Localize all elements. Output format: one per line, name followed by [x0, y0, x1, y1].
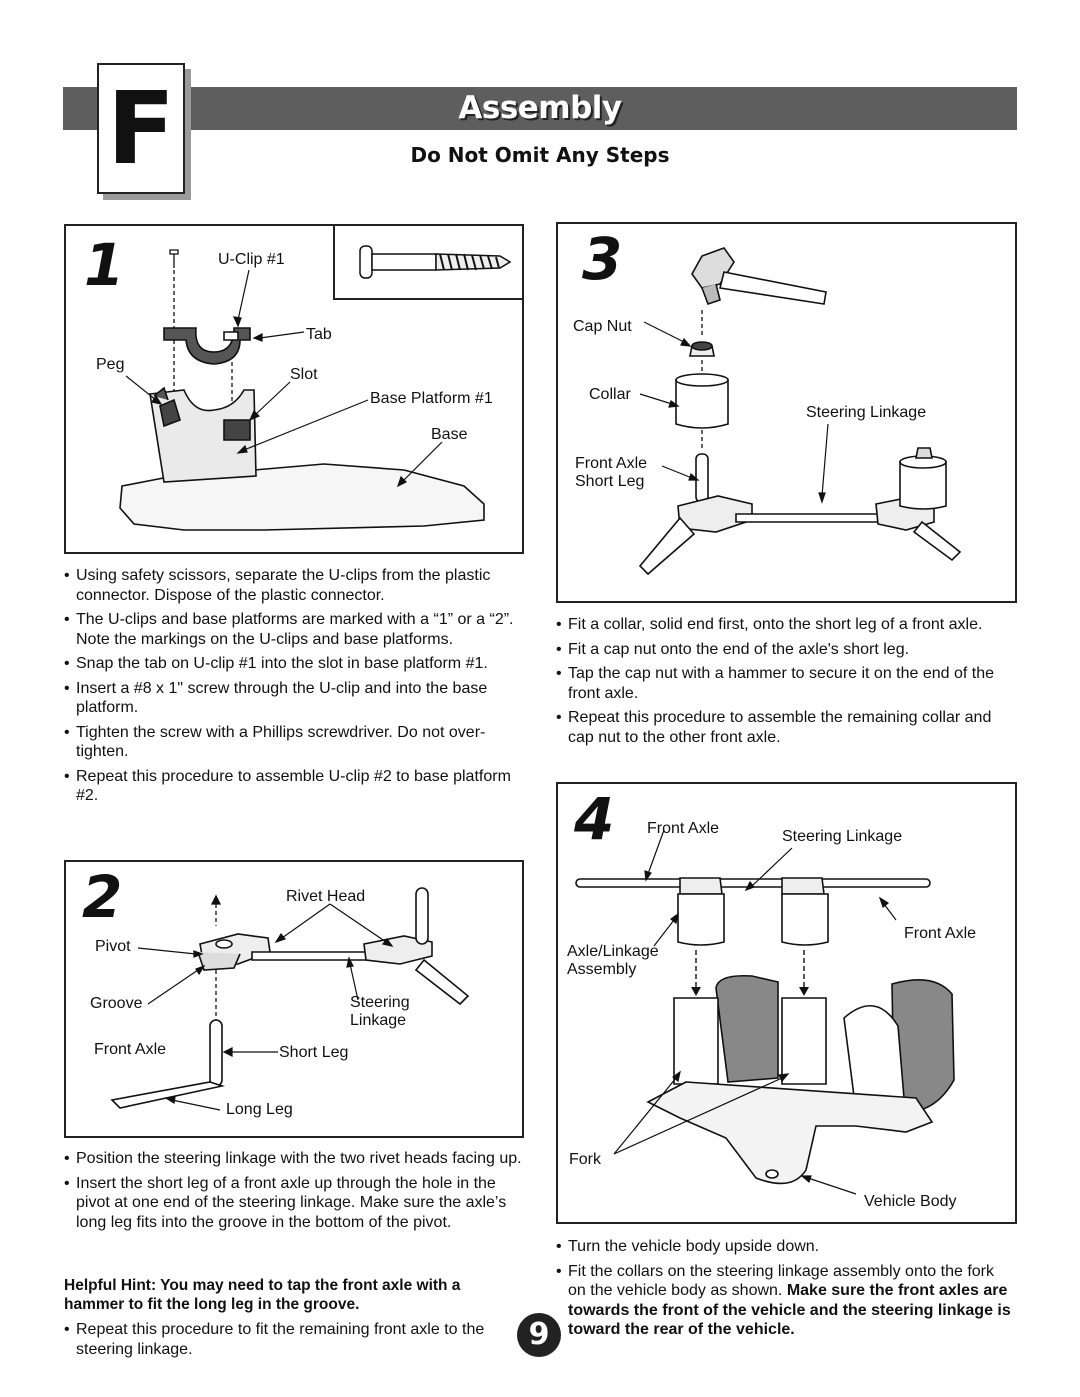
- step-1-illustration: [64, 224, 524, 554]
- step-2-panel: [64, 860, 524, 1138]
- instruction-item: Fit a cap nut onto the end of the axle's…: [554, 640, 1019, 660]
- label-groove: Groove: [90, 995, 143, 1012]
- label-collar: Collar: [589, 386, 631, 403]
- axle-linkage-shape: [640, 448, 960, 574]
- final-instruction-emphasis: Make sure the front axles are towards th…: [568, 1282, 1011, 1338]
- instruction-item: The U-clips and base platforms are marke…: [62, 610, 517, 649]
- instruction-item: Tap the cap nut with a hammer to secure …: [554, 664, 1019, 703]
- steering-linkage-shape: [198, 888, 468, 1004]
- front-axle-shape: [112, 1020, 222, 1108]
- cap-nut-shape: [690, 342, 714, 356]
- step-2-instructions-after: Repeat this procedure to fit the remaini…: [62, 1320, 492, 1364]
- label-steering-linkage: Steering Linkage: [806, 404, 927, 421]
- screw-icon: [360, 246, 510, 278]
- label-steering: Steering: [350, 994, 410, 1011]
- label-long-leg: Long Leg: [226, 1101, 293, 1118]
- label-slot: Slot: [290, 366, 318, 383]
- instruction-item-final: Fit the collars on the steering linkage …: [554, 1262, 1016, 1340]
- label-short-leg: Short Leg: [279, 1044, 349, 1061]
- step-3-number: 3: [582, 225, 623, 293]
- instruction-item: Repeat this procedure to fit the remaini…: [62, 1320, 492, 1359]
- label-peg: Peg: [96, 356, 125, 373]
- label-front-axle: Front Axle: [94, 1041, 167, 1058]
- instruction-item: Repeat this procedure to assemble U-clip…: [62, 767, 517, 806]
- label-steering-linkage: Steering Linkage: [782, 828, 903, 845]
- final-instruction-text: Fit the collars on the steering linkage …: [568, 1262, 994, 1300]
- label-tab: Tab: [306, 326, 332, 343]
- page-number-badge: 9: [517, 1313, 561, 1357]
- label-base: Base: [431, 426, 468, 443]
- step-3-illustration: [556, 222, 1017, 603]
- label-pivot: Pivot: [95, 938, 131, 955]
- instruction-item: Tighten the screw with a Phillips screwd…: [62, 723, 517, 762]
- instruction-item: Insert a #8 x 1" screw through the U-cli…: [62, 679, 517, 718]
- label-front-axle-right: Front Axle: [904, 925, 977, 942]
- helpful-hint: Helpful Hint: You may need to tap the fr…: [64, 1277, 461, 1313]
- instruction-item: Snap the tab on U-clip #1 into the slot …: [62, 654, 517, 674]
- instruction-item: Position the steering linkage with the t…: [62, 1149, 522, 1169]
- label-axle-linkage: Axle/Linkage: [567, 943, 659, 960]
- vehicle-body-shape: [648, 998, 932, 1183]
- step-2-number: 2: [82, 863, 123, 931]
- label-front-axle-top: Front Axle: [647, 820, 720, 837]
- label-short-leg: Short Leg: [575, 473, 645, 490]
- title-banner: [63, 87, 1017, 130]
- u-clip-shape: [164, 328, 250, 364]
- instruction-item: Using safety scissors, separate the U-cl…: [62, 566, 517, 605]
- hammer-icon: [692, 248, 826, 304]
- section-title: Assembly: [458, 90, 622, 126]
- step-4-illustration: [556, 782, 1017, 1224]
- step-2-instructions: Position the steering linkage with the t…: [62, 1149, 522, 1237]
- label-vehicle-body: Vehicle Body: [864, 1193, 957, 1210]
- label-assembly: Assembly: [567, 961, 637, 978]
- instruction-item: Repeat this procedure to assemble the re…: [554, 708, 1019, 747]
- step-4-instructions: Turn the vehicle body upside down. Fit t…: [554, 1237, 1016, 1345]
- collar-shape: [676, 374, 728, 428]
- instruction-item: Turn the vehicle body upside down.: [554, 1237, 1016, 1257]
- section-subtitle: Do Not Omit Any Steps: [410, 143, 670, 167]
- step-1-instructions: Using safety scissors, separate the U-cl…: [62, 566, 517, 811]
- step-2-illustration: [64, 860, 524, 1138]
- label-linkage: Linkage: [350, 1012, 407, 1029]
- step-4-number: 4: [574, 785, 615, 853]
- instruction-item: Insert the short leg of a front axle up …: [62, 1174, 522, 1233]
- label-front-axle: Front Axle: [575, 455, 648, 472]
- label-rivet-head: Rivet Head: [286, 888, 366, 905]
- label-u-clip: U-Clip #1: [218, 251, 285, 268]
- label-fork: Fork: [569, 1151, 601, 1168]
- step-3-instructions: Fit a collar, solid end first, onto the …: [554, 615, 1019, 752]
- label-cap-nut: Cap Nut: [573, 318, 632, 335]
- axle-linkage-assembly-shape: [576, 878, 930, 945]
- step-1-number: 1: [84, 231, 125, 299]
- section-letter-box: F: [97, 63, 185, 194]
- label-base-platform: Base Platform #1: [370, 390, 493, 407]
- wheel-icon: [716, 976, 954, 1112]
- instruction-item: Fit a collar, solid end first, onto the …: [554, 615, 1019, 635]
- base-platform-shape: [120, 388, 484, 530]
